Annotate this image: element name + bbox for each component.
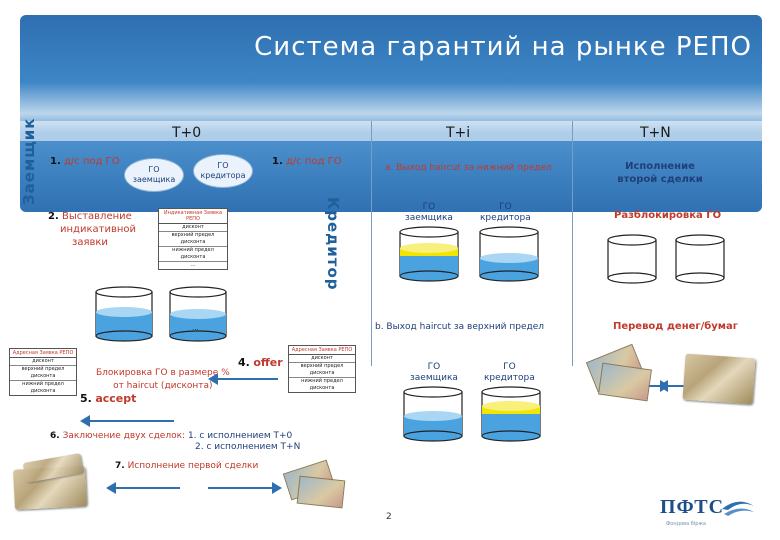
tn-unblock: Разблокировка ГО [614, 210, 722, 221]
tank-creditor-ti-b [481, 386, 541, 442]
step-6-option-1: 1. с исполнением Т+0 [187, 431, 293, 441]
creditor-label: Кредитор [324, 197, 342, 291]
ti-b-go-creditor-l1: ГО [503, 362, 516, 372]
address-form-right-title: Адресная Заявка РЕПО [289, 346, 355, 355]
step-6-option-2: 2. с исполнением Т+N [195, 442, 301, 452]
address-form-right-row: дисконт [289, 355, 355, 363]
indicative-form-title: Индикативная Заявка РЕПО [159, 209, 227, 224]
address-form-right-row: нижний предел дисконта [301, 378, 343, 391]
ti-b-go-borrower: ГО заемщика [410, 362, 458, 384]
step-7-text: Исполнение первой сделки [127, 461, 259, 471]
ti-b-go-creditor: ГО кредитора [484, 362, 535, 384]
logo-swoosh-icon [722, 501, 754, 516]
block-note: Блокировка ГО в размере % от haircut (ди… [96, 367, 230, 393]
step-6-num: 6. [50, 431, 60, 441]
tank-tn-2 [675, 234, 725, 284]
block-note-line1: Блокировка ГО в размере % [96, 368, 230, 378]
indicative-form-row: дисконт [159, 224, 227, 232]
pfts-logo: ПФТС Фондова біржа [660, 496, 760, 530]
phase-tn-label: T+N [640, 125, 671, 141]
phase-t0-label: T+0 [172, 125, 202, 141]
step-5: 5. accept [80, 392, 136, 405]
tn-securities-note-2 [598, 362, 652, 402]
tn-exec: Исполнение второй сделки [610, 160, 710, 186]
arrow-exec-right [208, 482, 282, 494]
tank-creditor-ti-a [479, 226, 539, 282]
indicative-form-row: верхний предел дисконта [159, 232, 227, 247]
go-creditor-tag-l2: кредитора [200, 171, 246, 180]
ti-a-go-creditor-l1: ГО [499, 202, 512, 212]
tank-borrower-ti-a [399, 226, 459, 282]
address-form-left-row: дисконт [10, 358, 76, 366]
tank-ellipsis: ... [192, 324, 199, 332]
step-2: 2. Выставление индикативной заявки [48, 210, 136, 249]
address-form-right: Адресная Заявка РЕПО дисконт верхний пре… [288, 345, 356, 393]
ti-a-go-creditor-l2: кредитора [480, 213, 531, 223]
logo-tagline: Фондова біржа [666, 521, 706, 527]
step-1-right: 1. д/с под ГО [272, 155, 342, 168]
go-creditor-tag-l1: ГО [217, 161, 229, 170]
ti-case-a: a. Выход haircut за нижний предел [385, 163, 552, 173]
tn-exec-line2: второй сделки [617, 174, 703, 185]
step-2-line1: Выставление [61, 211, 132, 222]
step-4-text: offer [253, 356, 283, 369]
divider-ti-tn [572, 121, 573, 366]
step-7-num: 7. [115, 461, 125, 471]
go-borrower-tag-l1: ГО [148, 165, 160, 174]
tn-money-stack [682, 353, 756, 405]
address-form-left-title: Адресная Заявка РЕПО [10, 349, 76, 358]
ti-a-go-borrower: ГО заемщика [405, 202, 453, 224]
step-7: 7. Исполнение первой сделки [115, 460, 258, 473]
arrow-exec-left [106, 482, 180, 494]
ti-a-go-borrower-l1: ГО [422, 202, 436, 212]
block-note-line2: от haircut (дисконта) [113, 381, 213, 391]
address-form-right-row: верхний предел дисконта [289, 363, 355, 378]
divider-t0-ti [371, 121, 372, 366]
step-1-left-num: 1. [50, 156, 61, 167]
securities-note-2 [296, 475, 346, 509]
ti-b-go-creditor-l2: кредитора [484, 373, 535, 383]
indicative-form-row: нижний предел дисконта [159, 247, 227, 262]
step-1-left: 1. д/с под ГО [50, 155, 120, 168]
address-form-left-row: верхний предел дисконта [10, 366, 76, 381]
page-number: 2 [386, 512, 392, 522]
step-2-line2: индикативной [60, 224, 136, 235]
tn-transfer: Перевод денег/бумаг [613, 321, 738, 332]
ti-b-go-borrower-l1: ГО [427, 362, 441, 372]
tank-borrower-ti-b [403, 386, 463, 442]
arrow-offer [208, 373, 278, 385]
step-5-text: accept [95, 392, 137, 405]
step-2-line3: заявки [72, 237, 108, 248]
step-1-left-text: д/с под ГО [63, 156, 120, 167]
indicative-form-row: ... [190, 262, 196, 268]
step-1-right-num: 1. [272, 156, 283, 167]
phase-ti-label: T+i [446, 125, 471, 141]
ti-case-b: b. Выход haircut за верхний предел [375, 322, 545, 332]
tank-borrower-t0 [95, 286, 153, 342]
logo-text: ПФТС [660, 496, 725, 518]
tank-creditor-t0 [169, 286, 227, 342]
go-borrower-tag-l2: заемщика [132, 175, 176, 184]
ti-a-go-creditor: ГО кредитора [480, 202, 531, 224]
arrow-accept [80, 415, 174, 427]
ti-b-go-borrower-l2: заемщика [410, 373, 458, 383]
step-2-num: 2. [48, 211, 59, 222]
step-6: 6. Заключение двух сделок: 1. с исполнен… [50, 430, 292, 443]
step-4-num: 4. [238, 356, 250, 369]
step-5-num: 5. [80, 392, 92, 405]
step-1-right-text: д/с под ГО [285, 156, 342, 167]
indicative-form: Индикативная Заявка РЕПО дисконт верхний… [158, 208, 228, 270]
page-title: Система гарантий на рынке РЕПО [254, 32, 752, 62]
step-4: 4. offer [238, 356, 283, 369]
address-form-left: Адресная Заявка РЕПО дисконт верхний пре… [9, 348, 77, 396]
address-form-left-row: нижний предел дисконта [22, 381, 64, 394]
borrower-label: Заемщик [20, 117, 38, 206]
tn-exec-line1: Исполнение [625, 161, 695, 172]
tank-tn-1 [607, 234, 657, 284]
ti-a-go-borrower-l2: заемщика [405, 213, 453, 223]
phase-strip [20, 121, 762, 141]
step-6-text: Заключение двух сделок: [62, 431, 186, 441]
